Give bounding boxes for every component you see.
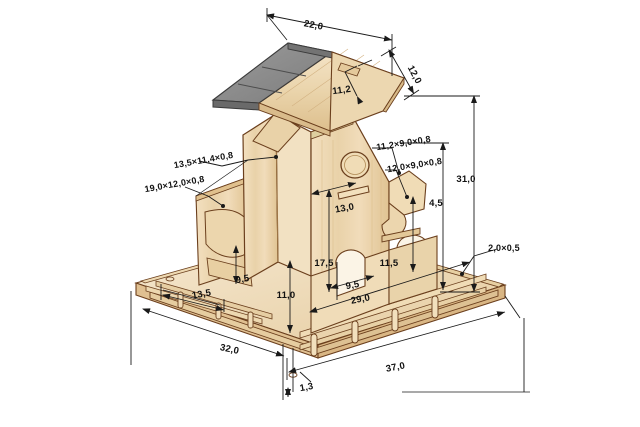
dimlead-inner-back-a (221, 159, 249, 167)
roof-shingle-courses (237, 66, 307, 94)
dimline-base-depth (142, 308, 285, 357)
dimlead-inner-side-a (184, 186, 209, 197)
tower-peak-cap (252, 111, 301, 153)
label-rail-height: 9,5 (235, 273, 251, 286)
dimlead-trim-b (460, 255, 475, 276)
screw-hole-left (165, 276, 175, 282)
dimlead-roof-width-tail (357, 59, 373, 67)
right-gable-pieces (381, 170, 427, 243)
label-gallery-length: 29,0 (350, 292, 371, 306)
ext-base-width-a (504, 295, 521, 319)
dimlead-inner-side-b (207, 195, 225, 208)
dimlead-inner-back-b (247, 155, 278, 161)
dimlead-roof-width (344, 65, 364, 105)
main-tower (242, 111, 312, 283)
dimlead-gable-large-b (395, 169, 409, 199)
dimlead-thickness (299, 371, 312, 383)
entrance-hole (340, 151, 370, 179)
label-rail-length: 13,5 (191, 287, 212, 301)
ext-roof-span-lead (266, 14, 288, 41)
label-total-height: 31,0 (456, 174, 475, 185)
label-mid-height: 4,5 (429, 198, 443, 209)
label-roof-width: 11,2 (332, 84, 352, 98)
label-base-thickness: 1,3 (299, 381, 315, 394)
label-arch-height: 9,5 (345, 279, 361, 292)
dimline-roof-left-span (266, 13, 393, 42)
ext-slope-b (403, 89, 420, 101)
dimline-base-width (288, 311, 506, 374)
label-base-width: 37,0 (385, 360, 406, 374)
dimline-gallery-length (309, 261, 471, 313)
dowel-post-f4 (431, 295, 439, 319)
label-front-tall-height: 17,5 (314, 258, 334, 269)
label-front-low-height: 11,0 (277, 290, 296, 301)
dimlead-trim-a (473, 248, 498, 257)
dowel-post-f2 (351, 320, 359, 344)
label-front-width: 13,0 (334, 201, 355, 215)
dowel-post-l2 (215, 302, 222, 320)
dowel-post-f1 (310, 333, 318, 357)
label-trim-profile: 2,0×0,5 (488, 243, 520, 253)
dimline-rail-length (162, 293, 225, 312)
ext-slope-a (380, 46, 397, 57)
dowel-post-l3 (247, 311, 254, 329)
label-arch-side-height: 11,5 (380, 258, 399, 269)
dowel-post-f3 (391, 308, 399, 332)
label-roof-left-span: 22,0 (303, 18, 324, 32)
label-base-depth: 32,0 (219, 342, 240, 357)
dimlead-inner-side-c (195, 159, 249, 197)
dimline-front-width (311, 182, 357, 196)
dimline-roof-right-slope (388, 49, 415, 95)
entrance-hole-inner-ring (344, 155, 366, 175)
dimlead-inner-back-c (198, 160, 223, 167)
roof-underside (258, 102, 331, 137)
dimension-lines-layer (130, 8, 530, 400)
dimlead-gable-small-b (391, 147, 401, 175)
